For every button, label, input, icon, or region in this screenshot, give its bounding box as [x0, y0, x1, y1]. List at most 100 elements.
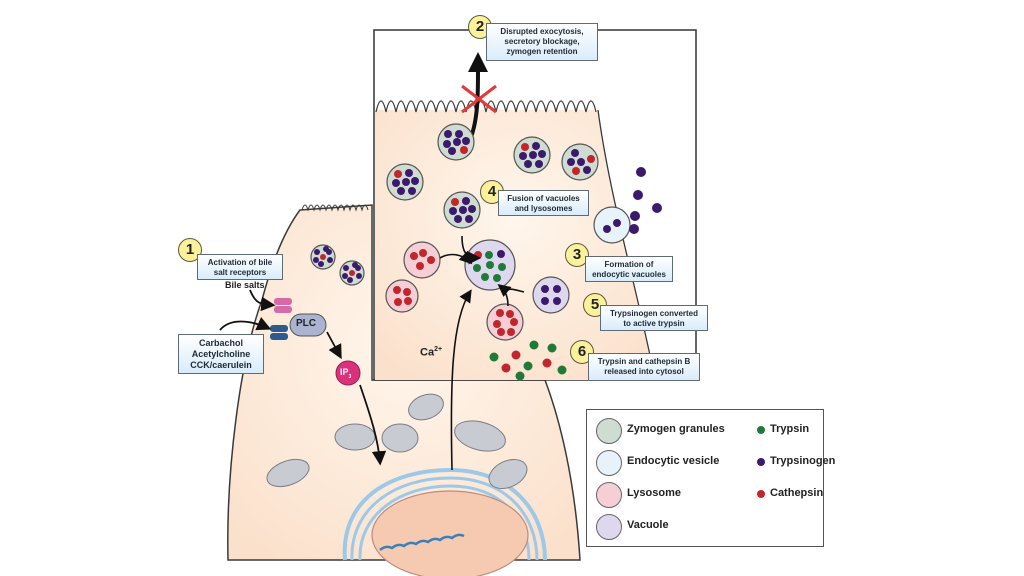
cathepsin-molecule [510, 318, 518, 326]
trypsinogen-molecule [342, 273, 348, 279]
trypsinogen-molecule [553, 297, 561, 305]
ip3-er-arrow [359, 384, 387, 466]
trypsinogen-molecule [392, 179, 400, 187]
trypsinogen-molecule [402, 178, 410, 186]
cathepsin-molecule [394, 298, 402, 306]
trypsin-molecule [481, 273, 489, 281]
calcium-text: Ca [420, 346, 435, 359]
trypsinogen-molecule [583, 166, 591, 174]
cathepsin-molecule [410, 252, 418, 260]
trypsin-molecule [515, 371, 525, 381]
calcium-label: Ca2+ [420, 346, 442, 359]
trypsinogen-molecule [449, 207, 457, 215]
cathepsin-molecule [497, 328, 505, 336]
legend-trypsin-dot [757, 426, 765, 434]
trypsinogen-molecule [448, 147, 456, 155]
cathepsin-molecule [419, 249, 427, 257]
trypsinogen-molecule [633, 190, 643, 200]
legend-zymogen-label: Zymogen granules [627, 423, 725, 435]
muscarinic-receptor [270, 333, 288, 340]
trypsinogen-molecule [459, 206, 467, 214]
trypsinogen-molecule [629, 224, 639, 234]
legend-endocytic-swatch [596, 450, 622, 476]
trypsin-molecule [473, 264, 481, 272]
legend-lysosome-swatch [596, 482, 622, 508]
trypsinogen-molecule [356, 273, 362, 279]
trypsinogen-molecule [567, 158, 575, 166]
trypsinogen-molecule [454, 215, 462, 223]
trypsinogen-molecule [630, 211, 640, 221]
legend-vacuole-label: Vacuole [627, 519, 669, 531]
cathepsin-molecule [587, 155, 595, 163]
cathepsin-molecule [506, 310, 514, 318]
trypsinogen-molecule [453, 138, 461, 146]
dna-strand [379, 533, 465, 551]
step-2-callout: Disrupted exocytosis, secretory blockage… [486, 23, 598, 61]
exocytosis-arrowhead [468, 52, 488, 72]
cathepsin-molecule [572, 167, 580, 175]
plc-ip3-arrow [326, 331, 342, 360]
trypsinogen-molecule [535, 160, 543, 168]
legend-trypsinogen-label: Trypsinogen [770, 455, 836, 467]
trypsinogen-molecule [553, 285, 561, 293]
bile-salt-receptor [274, 306, 292, 313]
microvilli-inset [375, 100, 597, 113]
trypsin-molecule [486, 261, 494, 269]
ip3-text: IP [340, 367, 349, 377]
trypsinogen-molecule [347, 277, 353, 283]
trypsinogen-molecule [352, 262, 358, 268]
lysosome-to-vacuole-arrow [439, 250, 473, 265]
trypsinogen-molecule [468, 205, 476, 213]
trypsinogen-molecule [455, 130, 463, 138]
trypsin-molecule [489, 352, 499, 362]
trypsinogen-molecule [397, 187, 405, 195]
legend-cathepsin-label: Cathepsin [770, 487, 824, 499]
trypsin-molecule [529, 340, 539, 350]
trypsinogen-molecule [497, 250, 505, 258]
trypsinogen-molecule [314, 249, 320, 255]
step-1-callout: Activation of bile salt receptors [197, 254, 283, 280]
cathepsin-molecule [507, 328, 515, 336]
lysosome [403, 241, 441, 279]
cathepsin-molecule [349, 270, 355, 276]
cathepsin-molecule [320, 254, 326, 260]
step-3-badge: 3 [565, 243, 589, 267]
trypsin-molecule [493, 274, 501, 282]
trypsinogen-molecule [411, 177, 419, 185]
cathepsin-molecule [403, 288, 411, 296]
trypsinogen-molecule [529, 151, 537, 159]
bile-arrow [249, 289, 276, 312]
legend-cathepsin-dot [757, 490, 765, 498]
legend-endocytic-label: Endocytic vesicle [627, 455, 720, 467]
cathepsin-molecule [404, 297, 412, 305]
ip3-label: IP3 [340, 367, 351, 380]
legend-zymogen-swatch [596, 418, 622, 444]
blocked-x-icon [461, 84, 497, 114]
cathepsin-molecule [460, 146, 468, 154]
trypsinogen-molecule [313, 257, 319, 263]
agonists-callout: Carbachol Acetylcholine CCK/caerulein [178, 334, 264, 374]
trypsinogen-molecule [443, 140, 451, 148]
ip3-molecule [335, 360, 361, 386]
legend-trypsin-label: Trypsin [770, 423, 810, 435]
trypsinogen-molecule [408, 187, 416, 195]
cathepsin-molecule [501, 363, 511, 373]
step-5-callout: Trypsinogen converted to active trypsin [600, 305, 708, 331]
plc-enzyme [289, 313, 327, 337]
cathepsin-molecule [451, 198, 459, 206]
mitochondria [266, 393, 528, 490]
trypsinogen-molecule [603, 225, 611, 233]
cathepsin-molecule [427, 256, 435, 264]
trypsinogen-molecule [323, 246, 329, 252]
trypsinogen-molecule [462, 137, 470, 145]
cathepsin-molecule [496, 309, 504, 317]
cathepsin-molecule [393, 286, 401, 294]
calcium-arrow [450, 289, 472, 471]
vacuole [532, 276, 570, 314]
trypsinogen-molecule [577, 158, 585, 166]
trypsinogen-molecule [343, 265, 349, 271]
trypsin-molecule [557, 365, 567, 375]
trypsinogen-molecule [636, 167, 646, 177]
trypsinogen-molecule [444, 130, 452, 138]
